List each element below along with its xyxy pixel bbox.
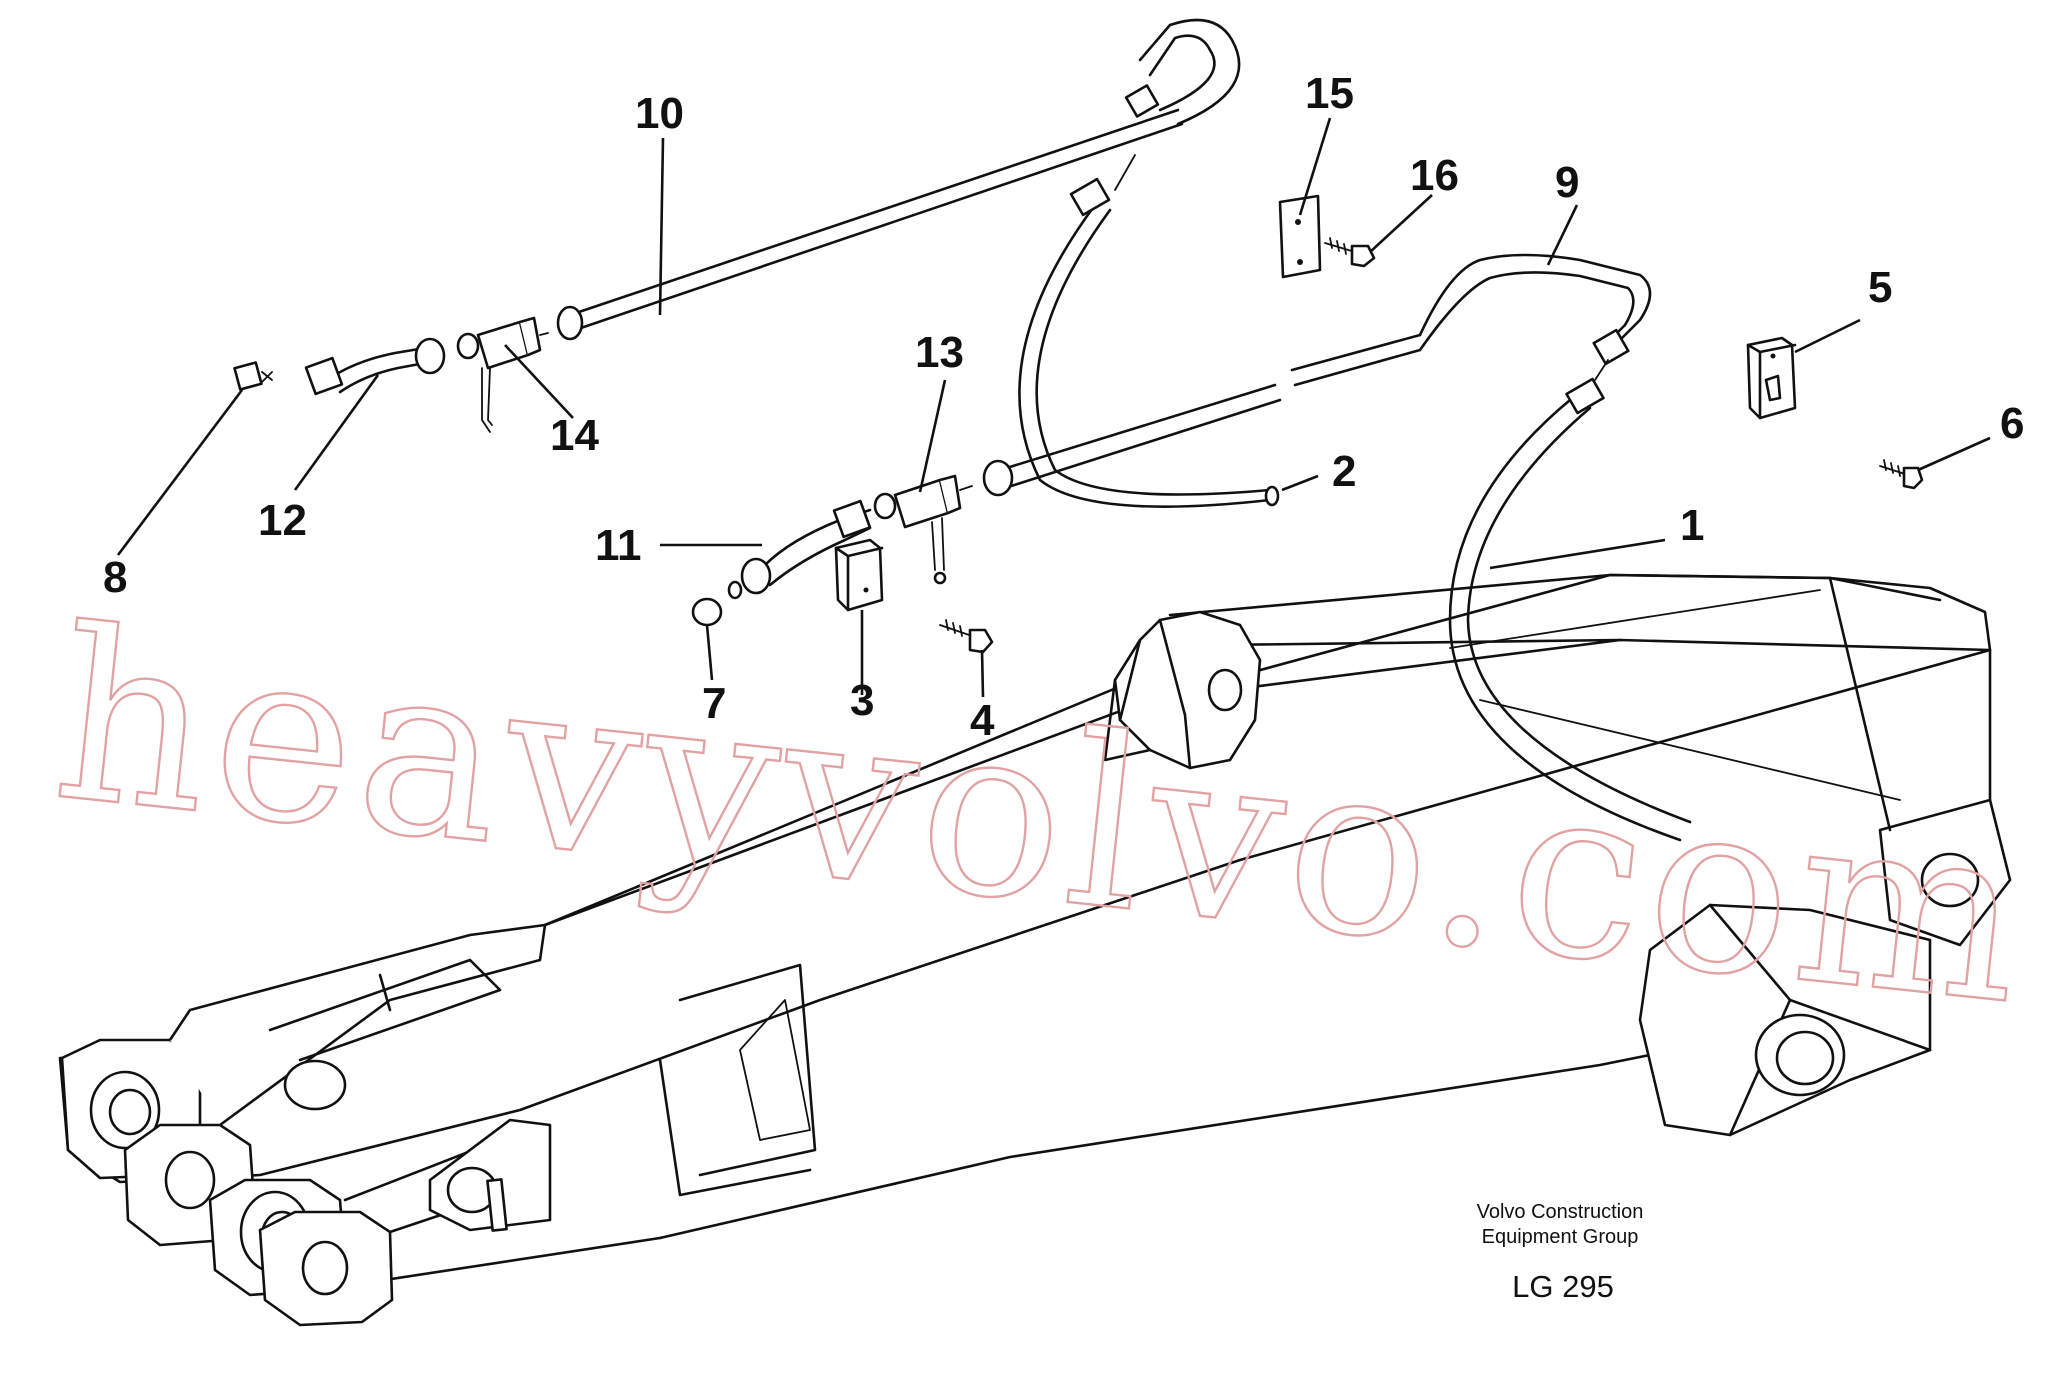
callout-10: 10	[635, 89, 684, 138]
drawing-credit: Volvo Construction Equipment Group LG 29…	[1477, 1201, 1644, 1304]
credit-line-2: Equipment Group	[1482, 1226, 1639, 1248]
drawing-code: LG 295	[1512, 1269, 1614, 1304]
boom-arm	[58, 573, 2012, 1327]
callout-labels: 1 2 3 4 5 6 7 8 9 10 11 12 13 14 15 16	[103, 69, 2024, 745]
callout-4: 4	[970, 696, 995, 745]
callout-14: 14	[550, 411, 599, 460]
callout-5: 5	[1868, 263, 1892, 312]
leader-lines	[116, 117, 1991, 698]
lubrication-lines	[233, 18, 1692, 842]
credit-line-1: Volvo Construction	[1477, 1201, 1644, 1223]
callout-3: 3	[850, 676, 874, 725]
callout-11: 11	[595, 521, 642, 570]
callout-12: 12	[258, 496, 307, 545]
callout-9: 9	[1555, 158, 1579, 207]
callout-1: 1	[1680, 501, 1704, 550]
callout-2: 2	[1332, 447, 1356, 496]
callout-13: 13	[915, 328, 964, 377]
callout-7: 7	[702, 679, 726, 728]
callout-15: 15	[1305, 69, 1354, 118]
callout-16: 16	[1410, 151, 1459, 200]
callout-6: 6	[2000, 399, 2024, 448]
callout-8: 8	[103, 553, 127, 602]
fittings-and-clamps	[456, 194, 1924, 654]
